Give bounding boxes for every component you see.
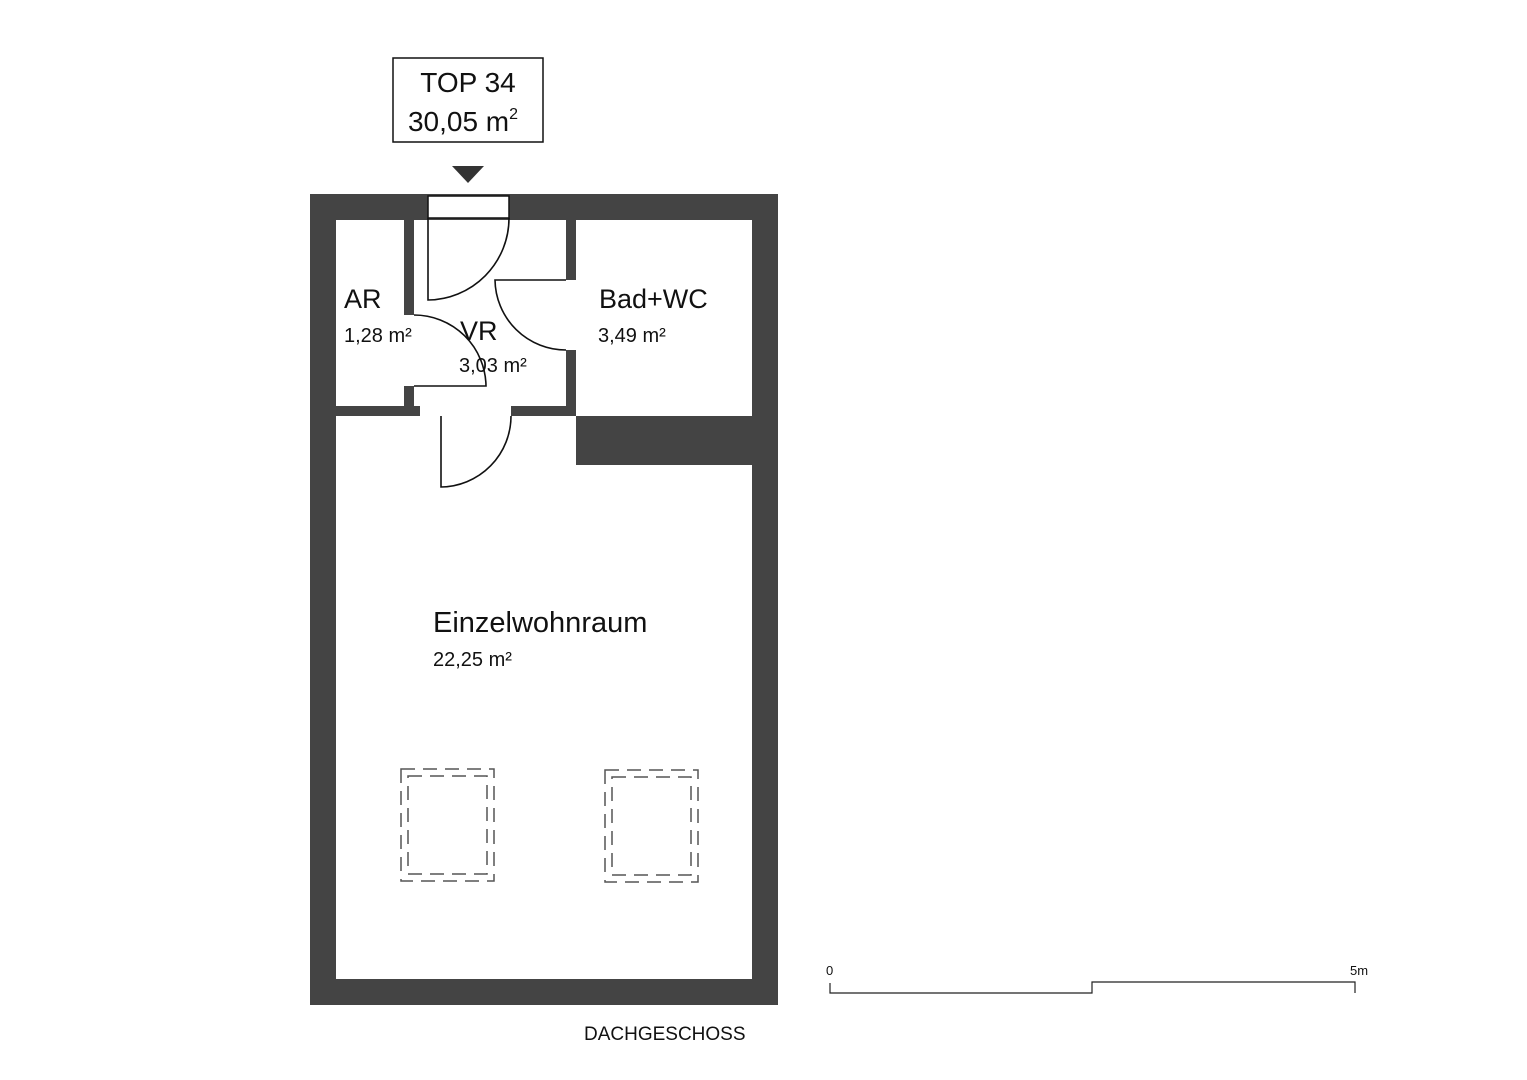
entrance-door	[427, 217, 510, 301]
skylight-1-outer	[400, 768, 495, 882]
ar-door	[413, 314, 487, 387]
room-vr-name: VR	[460, 316, 498, 346]
room-ar-area: 1,28 m²	[344, 325, 412, 347]
unit-name: TOP 34	[420, 67, 515, 98]
room-bath-area: 3,49 m²	[598, 325, 666, 347]
room-bath-name: Bad+WC	[599, 284, 708, 314]
unit-label: TOP 34 30,05 m2	[392, 57, 544, 143]
room-living-name: Einzelwohnraum	[433, 607, 647, 639]
scale-end: 5m	[1350, 963, 1368, 978]
skylights	[400, 768, 699, 883]
bath-door	[494, 279, 567, 351]
scale-start: 0	[826, 963, 833, 978]
skylight-2-inner	[611, 776, 692, 876]
unit-area: 30,05 m2	[408, 106, 518, 137]
floor-label: DACHGESCHOSS	[584, 1024, 746, 1045]
entrance-door-frame	[427, 195, 510, 219]
skylight-1-inner	[407, 775, 488, 875]
entrance-arrow-icon	[452, 166, 484, 183]
scale-bar: 0 5m	[826, 963, 1368, 994]
doors	[413, 217, 567, 488]
skylight-2-outer	[604, 769, 699, 883]
walls	[310, 194, 778, 1005]
living-door	[440, 415, 512, 488]
room-ar-name: AR	[344, 284, 382, 314]
room-living-area: 22,25 m²	[433, 649, 512, 671]
room-vr-area: 3,03 m²	[459, 355, 527, 377]
